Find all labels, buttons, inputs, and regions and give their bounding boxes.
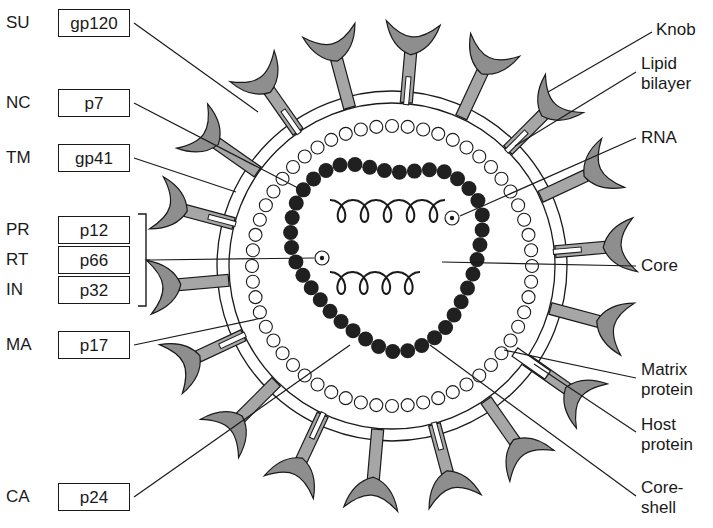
- protein-entry: TM gp41: [6, 144, 134, 174]
- part-label: Core-shell: [640, 478, 692, 518]
- spike: [379, 21, 440, 107]
- part-label: Knob: [655, 20, 713, 40]
- leader-line: [515, 72, 636, 146]
- spike: [487, 74, 583, 170]
- part-label: Lipid bilayer: [640, 54, 712, 94]
- spike: [264, 401, 348, 498]
- part-label: Core: [640, 256, 712, 276]
- part-label: Matrix protein: [640, 360, 712, 400]
- leader-line: [134, 158, 236, 192]
- protein-abbreviation: PR: [6, 220, 30, 240]
- core-shell: [283, 157, 490, 359]
- leader-lines: [134, 23, 652, 497]
- protein-abbreviation: SU: [6, 13, 30, 33]
- protein-name-box: p32: [58, 276, 130, 304]
- protein-abbreviation: RT: [6, 250, 28, 270]
- protein-name-box: gp120: [58, 9, 130, 37]
- leader-line: [134, 318, 262, 345]
- spike: [437, 33, 520, 128]
- leader-line: [430, 345, 636, 496]
- spike: [149, 177, 242, 250]
- protein-abbreviation: IN: [6, 280, 23, 300]
- leader-line: [504, 350, 636, 378]
- leader-line: [150, 258, 314, 260]
- protein-name-box: gp41: [58, 144, 130, 172]
- part-label: Host protein: [640, 415, 712, 455]
- protein-name-box: p12: [58, 216, 130, 244]
- bracket: [138, 214, 150, 306]
- spike: [200, 363, 295, 458]
- lipid-bilayer: [217, 91, 567, 441]
- spike: [408, 415, 481, 508]
- leader-line: [442, 262, 636, 266]
- spike: [303, 23, 376, 114]
- protein-name-box: p24: [58, 483, 130, 511]
- bilayer-circle: [217, 91, 567, 441]
- protein-abbreviation: NC: [6, 93, 31, 113]
- protein-entry: CA p24: [6, 483, 134, 513]
- protein-entry: PR p12: [6, 216, 134, 246]
- spike: [344, 427, 405, 511]
- protein-name-box: p17: [58, 331, 130, 359]
- spike: [464, 385, 554, 482]
- envelope-spikes: [147, 21, 638, 512]
- spike: [551, 218, 637, 279]
- protein-entry: RT p66: [6, 246, 134, 276]
- leader-line: [460, 138, 636, 216]
- spike: [177, 104, 274, 194]
- protein-name-box: p66: [58, 246, 130, 274]
- spike: [529, 138, 624, 221]
- leader-line: [134, 23, 258, 112]
- protein-abbreviation: TM: [6, 148, 31, 168]
- matrix-ring: [246, 120, 539, 413]
- leader-line: [548, 32, 652, 92]
- protein-entry: MA p17: [6, 331, 134, 361]
- protein-name-box: p7: [58, 89, 130, 117]
- protein-entry: NC p7: [6, 89, 134, 119]
- protein-entry: SU gp120: [6, 9, 134, 39]
- bilayer-circle: [229, 103, 555, 429]
- protein-abbreviation: MA: [6, 335, 32, 355]
- protein-abbreviation: CA: [6, 487, 30, 507]
- spike: [230, 51, 321, 149]
- leader-line: [134, 345, 350, 497]
- leader-line: [134, 103, 298, 188]
- leader-line: [534, 364, 636, 432]
- part-label: RNA: [640, 128, 712, 148]
- spike: [147, 253, 231, 314]
- spike: [543, 282, 634, 355]
- protein-entry: IN p32: [6, 276, 134, 306]
- rna-coils: [315, 200, 459, 294]
